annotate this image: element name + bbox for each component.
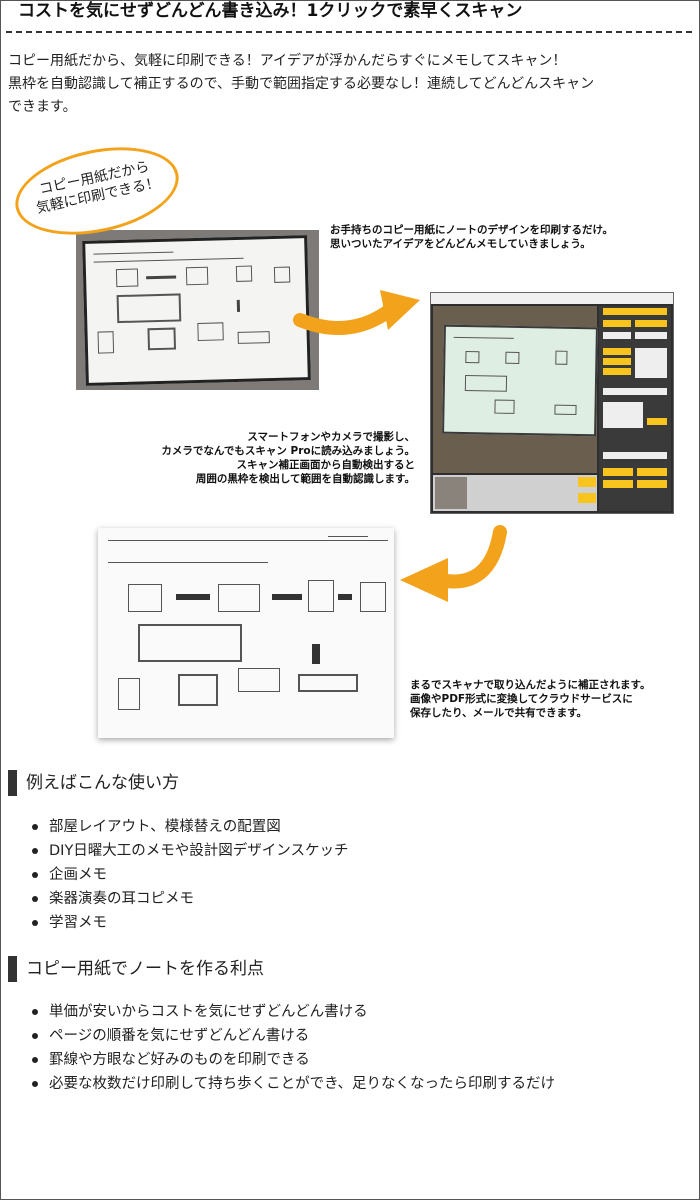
print-button — [578, 477, 596, 487]
intro-line: コピー用紙だから、気軽に印刷できる！アイデアが浮かんだらすぐにメモしてスキャン！ — [8, 53, 567, 69]
bullet-icon — [32, 848, 38, 854]
side-button — [603, 308, 667, 315]
side-button — [603, 348, 631, 355]
list-item-text: 必要な枚数だけ印刷して持ち歩くことができ、足りなくなったら印刷するだけ — [49, 1076, 556, 1092]
side-button — [603, 320, 631, 327]
side-button — [635, 320, 667, 327]
list-item-text: 罫線や方眼など好みのものを印刷できる — [49, 1052, 310, 1068]
list-item: 単価が安いからコストを気にせずどんどん書ける — [28, 1000, 688, 1024]
bullet-icon — [32, 1057, 38, 1063]
heading-bar — [8, 770, 17, 796]
app-titlebar — [431, 293, 673, 304]
bullet-icon — [32, 824, 38, 830]
bullet-icon — [32, 920, 38, 926]
list-item: 企画メモ — [28, 863, 688, 887]
thumbnail-strip — [433, 475, 597, 511]
arrow-to-result — [433, 525, 507, 589]
corrected-scan-result — [98, 528, 394, 738]
arrow-to-result-head — [400, 558, 448, 602]
caption-line: 周囲の黒枠を検出して範囲を自動認識します。 — [195, 473, 415, 485]
page-title: コストを気にせずどんどん書き込み！1クリックで素早くスキャン — [18, 1, 523, 21]
bullet-icon — [32, 896, 38, 902]
bullet-icon — [32, 1033, 38, 1039]
side-button — [647, 418, 667, 425]
side-button — [637, 468, 667, 476]
caption-line: 保存したり、メールで共有できます。 — [410, 707, 588, 719]
side-field — [603, 332, 631, 339]
intro-line: できます。 — [8, 99, 77, 115]
list-item: 楽器演奏の耳コピメモ — [28, 887, 688, 911]
list-item-text: 楽器演奏の耳コピメモ — [49, 891, 194, 907]
benefit-list: 単価が安いからコストを気にせずどんどん書ける ページの順番を気にせずどんどん書け… — [28, 1000, 688, 1096]
side-field — [603, 388, 667, 395]
caption-line: スキャン補正画面から自動検出すると — [236, 459, 416, 471]
app-screenshot — [430, 292, 674, 514]
caption-line: 思いついたアイデアをどんどんメモしていきましょう。 — [330, 238, 591, 250]
list-item: ページの順番を気にせずどんどん書ける — [28, 1024, 688, 1048]
title-divider — [6, 31, 692, 33]
caption-line: カメラでなんでもスキャン Proに読み込みましょう。 — [161, 445, 415, 457]
list-item: 罫線や方眼など好みのものを印刷できる — [28, 1048, 688, 1072]
list-item: 必要な枚数だけ印刷して持ち歩くことができ、足りなくなったら印刷するだけ — [28, 1072, 688, 1096]
heading-bar — [8, 956, 17, 982]
caption-line: お手持ちのコピー用紙にノートのデザインを印刷するだけ。 — [330, 224, 613, 236]
bullet-icon — [32, 1081, 38, 1087]
camera-preview — [433, 306, 598, 473]
section-heading-use-cases: 例えばこんな使い方 — [8, 770, 688, 796]
list-item-text: 学習メモ — [49, 915, 107, 931]
printed-note-photo — [76, 230, 319, 390]
caption-print: お手持ちのコピー用紙にノートのデザインを印刷するだけ。 思いついたアイデアをどん… — [330, 223, 670, 251]
caption-line: スマートフォンやカメラで撮影し、 — [247, 431, 415, 443]
bullet-icon — [32, 872, 38, 878]
side-field — [603, 402, 643, 428]
thumbnail — [435, 477, 467, 509]
list-item-text: DIY日曜大工のメモや設計図デザインスケッチ — [49, 843, 349, 859]
flow-arrows — [293, 290, 507, 602]
caption-line: 画像やPDF形式に変換してクラウドサービスに — [410, 693, 633, 705]
list-item: DIY日曜大工のメモや設計図デザインスケッチ — [28, 839, 688, 863]
caption-result: まるでスキャナで取り込んだように補正されます。 画像やPDF形式に変換してクラウ… — [410, 678, 695, 720]
list-item-text: ページの順番を気にせずどんどん書ける — [49, 1028, 310, 1044]
intro-text: コピー用紙だから、気軽に印刷できる！アイデアが浮かんだらすぐにメモしてスキャン！… — [8, 50, 688, 119]
arrow-to-app-head — [380, 290, 420, 330]
use-case-list: 部屋レイアウト、模様替えの配置図 DIY日曜大工のメモや設計図デザインスケッチ … — [28, 815, 688, 935]
side-field — [603, 452, 667, 459]
workflow-illustration: コピー用紙だから 気軽に印刷できる！ お手持ちのコピー用紙にノートのデザインを印… — [0, 133, 700, 750]
section-heading-benefits: コピー用紙でノートを作る利点 — [8, 956, 688, 982]
side-button — [637, 480, 667, 488]
heading-text: 例えばこんな使い方 — [26, 773, 179, 793]
caption-line: まるでスキャナで取り込んだように補正されます。 — [410, 679, 651, 691]
side-field — [635, 348, 667, 378]
side-button — [603, 368, 631, 375]
list-item-text: 単価が安いからコストを気にせずどんどん書ける — [49, 1004, 368, 1020]
caption-capture: スマートフォンやカメラで撮影し、 カメラでなんでもスキャン Proに読み込みまし… — [100, 430, 415, 486]
print-button — [578, 493, 596, 503]
list-item-text: 企画メモ — [49, 867, 107, 883]
app-side-panel — [599, 306, 671, 511]
side-button — [603, 468, 633, 476]
side-button — [603, 480, 633, 488]
arrow-to-app — [293, 303, 397, 335]
list-item-text: 部屋レイアウト、模様替えの配置図 — [49, 819, 281, 835]
heading-text: コピー用紙でノートを作る利点 — [26, 959, 264, 979]
list-item: 部屋レイアウト、模様替えの配置図 — [28, 815, 688, 839]
side-button — [603, 358, 631, 365]
intro-line: 黒枠を自動認識して補正するので、手動で範囲指定する必要なし！連続してどんどんスキ… — [8, 76, 595, 92]
side-field — [635, 332, 667, 339]
bullet-icon — [32, 1009, 38, 1015]
list-item: 学習メモ — [28, 911, 688, 935]
